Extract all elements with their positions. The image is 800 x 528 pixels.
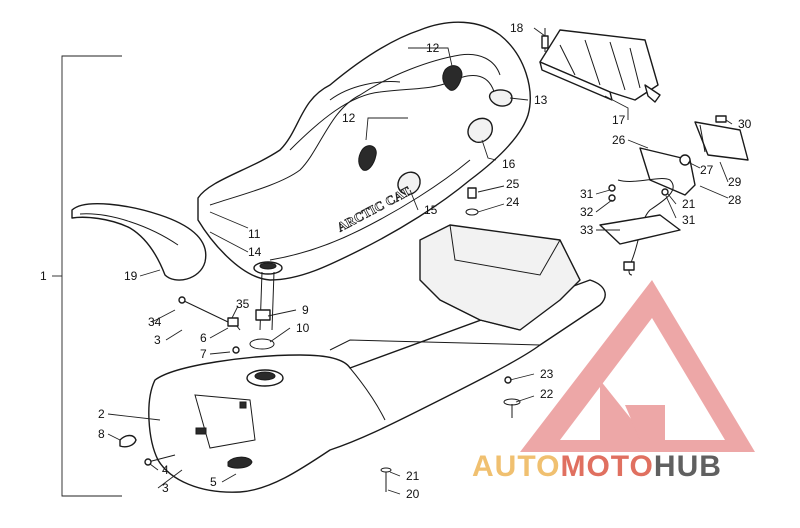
callout-5: 5 [210,475,217,489]
watermark-text: AUTOMOTOHUB [472,450,722,483]
callout-15: 15 [424,203,438,217]
callout-32: 32 [580,205,594,219]
tail-housing [539,28,661,103]
callout-13: 13 [534,93,548,107]
callout-33: 33 [580,223,594,237]
callout-4: 4 [162,463,169,477]
callouts: 1 2 3 3 4 5 6 7 8 9 10 11 12 12 13 14 15… [40,21,752,501]
wiring-bracket [599,147,696,276]
callout-24: 24 [506,195,520,209]
svg-text:AUTOMOTOHUB: AUTOMOTOHUB [472,450,722,483]
watermark-moto: MOTO [560,450,653,483]
callout-21: 21 [682,197,696,211]
callout-7: 7 [200,347,207,361]
callout-22: 22 [540,387,554,401]
callout-25: 25 [506,177,520,191]
callout-21: 21 [406,469,420,483]
callout-28: 28 [728,193,742,207]
callout-8: 8 [98,427,105,441]
callout-35: 35 [236,297,250,311]
watermark-auto: AUTO [472,450,560,483]
taillight [694,115,749,161]
rear-flap [71,202,207,281]
callout-6: 6 [200,331,207,345]
callout-12: 12 [342,111,356,125]
callout-3: 3 [162,481,169,495]
callout-9: 9 [302,303,309,317]
callout-10: 10 [296,321,310,335]
hardware [119,187,521,492]
callout-12: 12 [426,41,440,55]
watermark-hub: HUB [654,450,722,483]
callout-18: 18 [510,21,524,35]
callout-31: 31 [682,213,696,227]
callout-19: 19 [124,269,138,283]
callout-23: 23 [540,367,554,381]
callout-17: 17 [612,113,626,127]
callout-3: 3 [154,333,161,347]
leader-lines [107,27,733,495]
callout-20: 20 [406,487,420,501]
watermark-logo [520,280,755,452]
group-bracket [61,55,122,497]
seat-assembly: ARCTIC CAT [197,21,531,281]
callout-14: 14 [248,245,262,259]
callout-26: 26 [612,133,626,147]
callout-1: 1 [40,269,47,283]
callout-29: 29 [728,175,742,189]
callout-27: 27 [700,163,714,177]
callout-11: 11 [248,227,261,241]
callout-30: 30 [738,117,752,131]
callout-2: 2 [98,407,105,421]
fuel-sender [249,261,283,350]
callout-31: 31 [580,187,594,201]
callout-16: 16 [502,157,516,171]
callout-34: 34 [148,315,162,329]
seat-base-tank [148,224,606,493]
